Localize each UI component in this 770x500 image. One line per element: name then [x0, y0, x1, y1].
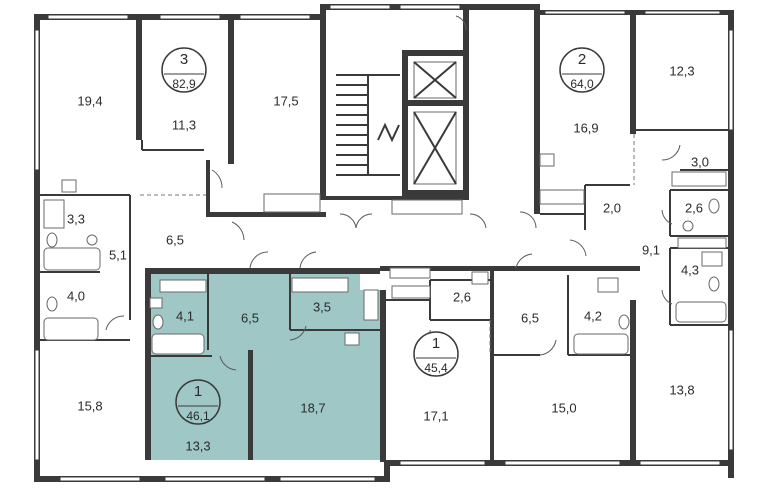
room-area-label: 12,3 — [669, 63, 694, 78]
room-area-label: 5,1 — [109, 247, 127, 262]
room-area-label: 6,5 — [241, 310, 259, 325]
room-area-label: 18,7 — [300, 400, 325, 415]
room-area-label: 13,3 — [185, 438, 210, 453]
apartment-area: 64,0 — [570, 77, 594, 91]
toilet-icon — [708, 198, 720, 214]
room-area-label: 4,1 — [176, 308, 194, 323]
room-area-label: 4,2 — [584, 308, 602, 323]
apartment-area: 46,1 — [186, 409, 210, 423]
highlight-zone[interactable] — [145, 274, 380, 460]
sink-icon — [597, 277, 619, 293]
counter-icon — [391, 199, 463, 215]
apartment-area: 82,9 — [172, 77, 196, 91]
room-area-label: 6,5 — [166, 232, 184, 247]
room-area-label: 6,5 — [521, 310, 539, 325]
counter-icon — [391, 285, 431, 299]
toilet-icon — [152, 314, 164, 330]
dashed-dividers — [140, 134, 635, 355]
counter-icon — [671, 171, 727, 187]
selected-apartment-highlight[interactable] — [145, 274, 380, 460]
room-area-label: 2,6 — [685, 200, 703, 215]
toilet-icon — [708, 276, 720, 292]
room-area-label: 11,3 — [172, 117, 196, 132]
toilet-icon — [46, 232, 58, 248]
apartment-badges: 3 82,9 2 64,0 1 45,4 1 46,1 — [161, 47, 605, 425]
room-area-label: 9,1 — [642, 242, 660, 257]
bathtub-icon — [43, 247, 101, 271]
room-area-label: 2,0 — [603, 200, 621, 215]
sink-icon — [682, 220, 694, 232]
shower-icon — [43, 199, 65, 229]
sink-icon — [61, 179, 77, 193]
room-area-label: 17,5 — [273, 93, 298, 108]
bathtub-icon — [43, 317, 99, 341]
apartment-number: 1 — [194, 383, 202, 400]
fixtures — [43, 153, 727, 355]
sink-icon — [701, 251, 723, 267]
counter-icon — [389, 267, 431, 279]
room-area-label: 15,8 — [77, 398, 102, 413]
apartment-badge-apt2 — [559, 47, 605, 93]
toilet-icon — [618, 314, 630, 330]
room-area-label: 2,6 — [453, 289, 471, 304]
room-area-label: 4,0 — [67, 288, 85, 303]
room-area-label: 3,0 — [691, 154, 709, 169]
apartment-badge-apt1a — [413, 331, 459, 377]
bathtub-icon — [573, 333, 629, 355]
sink-icon — [539, 153, 555, 167]
counter-icon — [471, 271, 489, 285]
toilet-icon — [46, 296, 58, 312]
counter-icon — [677, 237, 727, 249]
room-area-label: 4,3 — [681, 262, 699, 277]
counter-icon — [159, 279, 207, 293]
sink-icon — [86, 234, 98, 246]
room-area-label: 15,0 — [551, 400, 576, 415]
bathtub-icon — [675, 301, 727, 323]
room-area-label: 3,5 — [313, 299, 331, 314]
room-area-label: 3,3 — [67, 211, 85, 226]
room-area-label: 17,1 — [423, 408, 448, 423]
room-area-label: 16,9 — [573, 120, 598, 135]
apartment-number: 3 — [180, 51, 188, 68]
counter-icon — [363, 289, 379, 321]
apartment-badge-apt1b — [175, 379, 221, 425]
sink-icon — [149, 297, 163, 309]
stairs — [336, 74, 400, 176]
apartment-number: 1 — [432, 335, 440, 352]
windows — [34, 4, 734, 482]
counter-icon — [291, 277, 349, 293]
room-area-label: 19,4 — [77, 93, 102, 108]
apartment-area: 45,4 — [424, 361, 448, 375]
room-area-label: 13,8 — [669, 382, 694, 397]
bathtub-icon — [151, 333, 205, 355]
apartment-number: 2 — [578, 51, 586, 68]
sink-icon — [344, 332, 360, 346]
interior-walls — [40, 10, 728, 462]
counter-icon — [539, 189, 585, 205]
counter-icon — [263, 193, 321, 213]
apartment-badge-apt3 — [161, 47, 207, 93]
room-labels: 19,4 11,3 17,5 16,9 12,3 3,0 2,0 2,6 9,1… — [67, 63, 709, 453]
